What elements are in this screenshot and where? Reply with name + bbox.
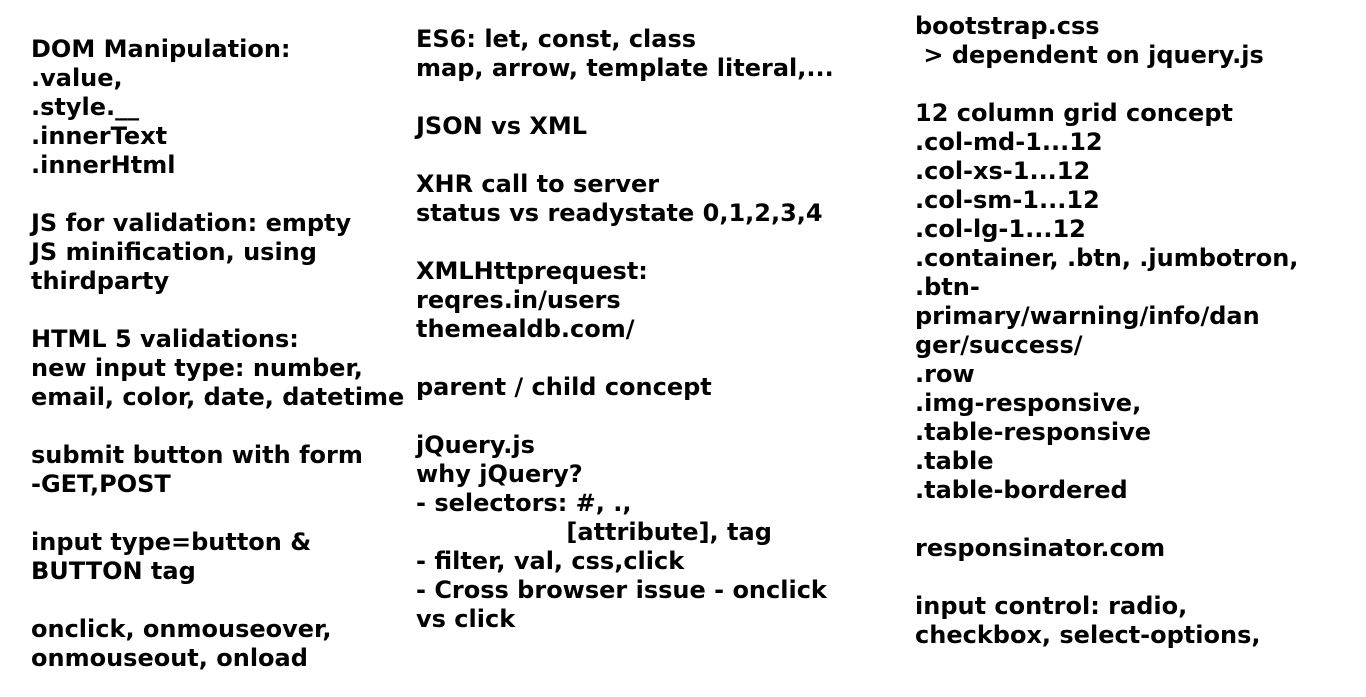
note-line: onclick, onmouseover, (31, 615, 332, 643)
note-line: input control: radio, (915, 592, 1188, 620)
note-line: - Cross browser issue - onclick (416, 576, 827, 604)
note-line: - selectors: #, ., (416, 489, 632, 517)
note-line: responsinator.com (915, 534, 1166, 562)
note-line: [attribute], tag (416, 518, 772, 546)
note-line: .col-lg-1...12 (915, 215, 1086, 243)
blank-line (31, 296, 411, 325)
note-line: email, color, date, datetime (31, 383, 405, 411)
note-line: JS for validation: empty (31, 209, 352, 237)
note-line: JS minification, using (31, 238, 317, 266)
note-line: bootstrap.css (915, 12, 1100, 40)
note-line: XMLHttprequest: (416, 257, 648, 285)
blank-line (915, 505, 1355, 534)
note-line: HTML 5 validations: (31, 325, 299, 353)
note-line: input type=button & (31, 528, 312, 556)
note-line: .table (915, 447, 994, 475)
note-line: .value, (31, 64, 123, 92)
note-line: .table-bordered (915, 476, 1128, 504)
note-line: submit button with form (31, 441, 363, 469)
note-line: primary/warning/info/dan (915, 302, 1260, 330)
note-line: .innerHtml (31, 151, 176, 179)
note-line: .btn- (915, 273, 980, 301)
note-line: ger/success/ (915, 331, 1083, 359)
note-line: vs click (416, 605, 516, 633)
note-line: 12 column grid concept (915, 99, 1233, 127)
blank-line (31, 586, 411, 615)
note-line: checkbox, select-options, (915, 621, 1261, 649)
note-line: .innerText (31, 122, 168, 150)
note-line: .col-md-1...12 (915, 128, 1103, 156)
note-line: JSON vs XML (416, 112, 588, 140)
blank-line (31, 412, 411, 441)
blank-line (416, 83, 896, 112)
notes-column-1: DOM Manipulation:.value,.style.__.innerT… (31, 35, 411, 673)
note-line: BUTTON tag (31, 557, 196, 585)
note-line: > dependent on jquery.js (915, 41, 1264, 69)
note-line: map, arrow, template literal,... (416, 54, 834, 82)
note-line: .row (915, 360, 975, 388)
blank-line (915, 563, 1355, 592)
note-line: thirdparty (31, 267, 170, 295)
note-line: - filter, val, css,click (416, 547, 685, 575)
note-line: parent / child concept (416, 373, 712, 401)
note-line: onmouseout, onload (31, 644, 308, 672)
blank-line (416, 141, 896, 170)
note-line: DOM Manipulation: (31, 35, 291, 63)
note-line: new input type: number, (31, 354, 363, 382)
note-line: .style.__ (31, 93, 140, 121)
note-line: .container, .btn, .jumbotron, (915, 244, 1299, 272)
note-line: .col-xs-1...12 (915, 157, 1091, 185)
note-line: reqres.in/users (416, 286, 621, 314)
note-line: jQuery.js (416, 431, 535, 459)
note-line: -GET,POST (31, 470, 171, 498)
blank-line (31, 499, 411, 528)
note-line: themealdb.com/ (416, 315, 635, 343)
note-line: .img-responsive, (915, 389, 1142, 417)
blank-line (416, 402, 896, 431)
blank-line (416, 344, 896, 373)
note-line: why jQuery? (416, 460, 583, 488)
blank-line (915, 70, 1355, 99)
blank-line (31, 180, 411, 209)
notes-column-3: bootstrap.css > dependent on jquery.js 12… (915, 12, 1355, 650)
note-line: ES6: let, const, class (416, 25, 697, 53)
note-line: XHR call to server (416, 170, 660, 198)
note-line: .col-sm-1...12 (915, 186, 1100, 214)
note-line: .table-responsive (915, 418, 1152, 446)
blank-line (416, 228, 896, 257)
note-line: status vs readystate 0,1,2,3,4 (416, 199, 823, 227)
